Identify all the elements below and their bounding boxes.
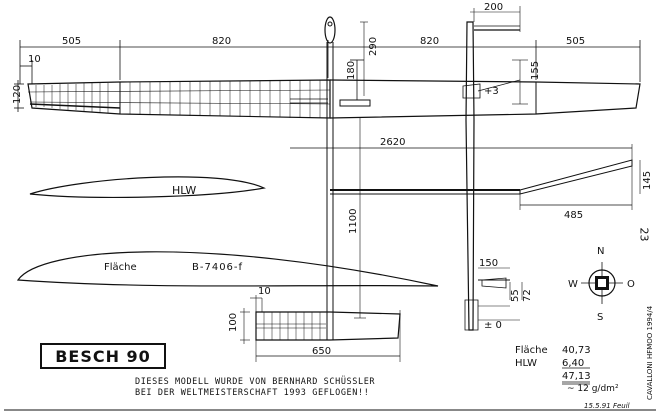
page-number: 23 (637, 227, 651, 242)
compass-north: N (597, 246, 604, 257)
dim-stab-side-72: 72 (522, 289, 533, 302)
dim-stab-side-55: 55 (510, 289, 521, 302)
dim-pylon-height: 180 (346, 61, 357, 80)
dim-stab-offset: 10 (258, 286, 271, 297)
dim-fin-top-width: 200 (484, 2, 503, 13)
spec-value: 47,13 (562, 371, 591, 382)
credit-date: 15.5.91 (584, 402, 611, 410)
wing-ribs (35, 80, 321, 118)
dim-wing-inner: 820 (212, 36, 231, 47)
dim-dihedral: 155 (530, 61, 541, 80)
spec-label: Fläche (515, 345, 548, 356)
stab-airfoil-label: HLW (172, 184, 196, 197)
wing-profile-label: B-7406-f (192, 262, 243, 273)
wing-planform (27, 79, 641, 119)
dim-wing-outer-right: 505 (566, 36, 585, 47)
credit-signature: Feuil (612, 402, 630, 410)
dim-wing-outer: 505 (62, 36, 81, 47)
dim-tail-rise: 145 (642, 171, 653, 190)
dim-wing-inner-right: 820 (420, 36, 439, 47)
credit: 15.5.91 Feuil (584, 402, 630, 410)
spec-value: 40,73 (562, 345, 591, 356)
note-line-1: DIESES MODELL WURDE VON BERNHARD SCHÜSSL… (135, 377, 376, 387)
wing-loading: ~ 12 g/dm² (567, 384, 619, 394)
compass-east: O (627, 279, 635, 290)
dim-fuselage-length: 2620 (380, 137, 405, 148)
spec-value: 6,40 (562, 358, 585, 369)
compass-south: S (597, 312, 603, 323)
dim-nose-length: 1100 (348, 209, 359, 234)
dim-fin-height: 290 (368, 37, 379, 56)
wing-airfoil-label: Fläche (104, 262, 137, 273)
vertical-credit: CAVALLONI HFMOO 1994/4 (646, 305, 654, 400)
dim-incidence: +3 (484, 86, 499, 97)
dim-tip-offset: 10 (28, 54, 41, 65)
spec-label: HLW (515, 358, 538, 369)
stab-planform (240, 295, 401, 362)
dim-stab-chord: 100 (228, 313, 239, 332)
stab-side-view (478, 267, 523, 300)
dim-root-chord: 120 (12, 85, 23, 104)
compass-west: W (568, 279, 578, 290)
nose-dimension (354, 118, 366, 319)
note-line-2: BEI DER WELTMEISTERSCHAFT 1993 GEFLOGEN!… (135, 388, 370, 398)
stab-airfoil (29, 176, 266, 198)
model-note: DIESES MODELL WURDE VON BERNHARD SCHÜSSL… (135, 377, 375, 399)
wing-airfoil (16, 251, 439, 287)
dim-stab-span: 650 (312, 346, 331, 357)
dim-stab-side-150: 150 (479, 258, 498, 269)
compass (581, 262, 623, 304)
wing-span-dimension (14, 40, 641, 112)
model-title: BESCH 90 (40, 343, 166, 369)
fuselage-side (462, 6, 528, 331)
dim-tail-length: 485 (564, 210, 583, 221)
dim-stab-incidence: ± 0 (484, 320, 502, 331)
tail-boom (290, 144, 641, 210)
